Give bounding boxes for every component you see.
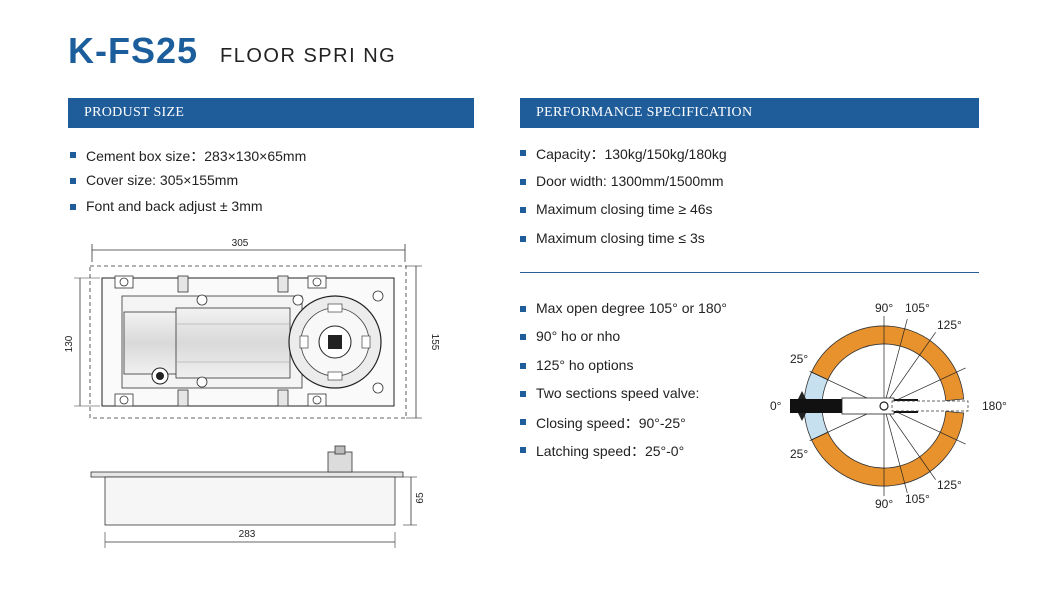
list-item: Door width: 1300mm/1500mm xyxy=(520,173,727,202)
angle-diagram: 0° 180° 25° 25° 90° 90° 105° 105° 125° 1… xyxy=(770,301,1007,511)
pivot xyxy=(879,401,889,411)
angle-lines xyxy=(809,316,966,496)
opening-ring xyxy=(803,325,965,487)
cover-outline xyxy=(89,265,407,419)
dim-283-label: 283 xyxy=(239,529,256,540)
top-view-drawing: 305 130 155 xyxy=(64,238,440,419)
label-180: 180° xyxy=(982,399,1007,413)
label-105-top: 105° xyxy=(905,301,930,315)
arm-180-dashed xyxy=(891,400,969,412)
label-0: 0° xyxy=(770,399,782,413)
list-item: Capacity：130kg/150kg/180kg xyxy=(520,144,727,173)
cover-plate xyxy=(90,471,404,478)
product-size-list: Cement box size：283×130×65mm Cover size:… xyxy=(70,146,306,224)
label-90-top: 90° xyxy=(875,301,893,315)
box-side xyxy=(104,476,396,526)
section-divider xyxy=(520,272,979,273)
label-105-bottom: 105° xyxy=(905,492,930,506)
label-90-bottom: 90° xyxy=(875,497,893,511)
list-item: Font and back adjust ± 3mm xyxy=(70,198,306,224)
model-title: K-FS25 xyxy=(68,30,199,71)
product-size-heading: PRODUST SIZE xyxy=(68,98,474,128)
list-item: Latching speed：25°-0° xyxy=(520,441,727,469)
performance-heading: PERFORMANCE SPECIFICATION xyxy=(520,98,979,128)
list-item: Closing speed：90°-25° xyxy=(520,413,727,441)
performance-list-top: Capacity：130kg/150kg/180kg Door width: 1… xyxy=(520,144,727,258)
list-item: Two sections speed valve: xyxy=(520,385,727,413)
dim-65-label: 65 xyxy=(415,492,426,504)
angle-line xyxy=(883,318,908,407)
label-25-bottom: 25° xyxy=(790,447,808,461)
angle-line xyxy=(883,405,908,494)
side-view-drawing: 65 283 xyxy=(90,445,426,548)
performance-list-bottom: Max open degree 105° or 180° 90° ho or n… xyxy=(520,300,727,470)
dim-155-label: 155 xyxy=(429,334,440,351)
label-25-top: 25° xyxy=(790,352,808,366)
label-125-top: 125° xyxy=(937,318,962,332)
list-item: 125° ho options xyxy=(520,357,727,385)
list-item: Cement box size：283×130×65mm xyxy=(70,146,306,172)
angle-line xyxy=(883,332,936,407)
list-item: Maximum closing time ≥ 46s xyxy=(520,201,727,230)
list-item: Cover size: 305×155mm xyxy=(70,172,306,198)
dim-130-label: 130 xyxy=(64,335,75,352)
list-item: 90° ho or nho xyxy=(520,328,727,356)
arrow-up-icon xyxy=(798,391,806,399)
dim-305-label: 305 xyxy=(232,238,249,249)
angle-line xyxy=(883,405,936,480)
ring-segment-orange-bottom xyxy=(810,410,965,487)
list-item: Maximum closing time ≤ 3s xyxy=(520,230,727,259)
label-125-bottom: 125° xyxy=(937,478,962,492)
list-item: Max open degree 105° or 180° xyxy=(520,300,727,328)
ring-segment-orange-top xyxy=(810,325,965,402)
product-title: FLOOR SPRI NG xyxy=(220,45,397,67)
arrow-down-icon xyxy=(798,413,806,421)
